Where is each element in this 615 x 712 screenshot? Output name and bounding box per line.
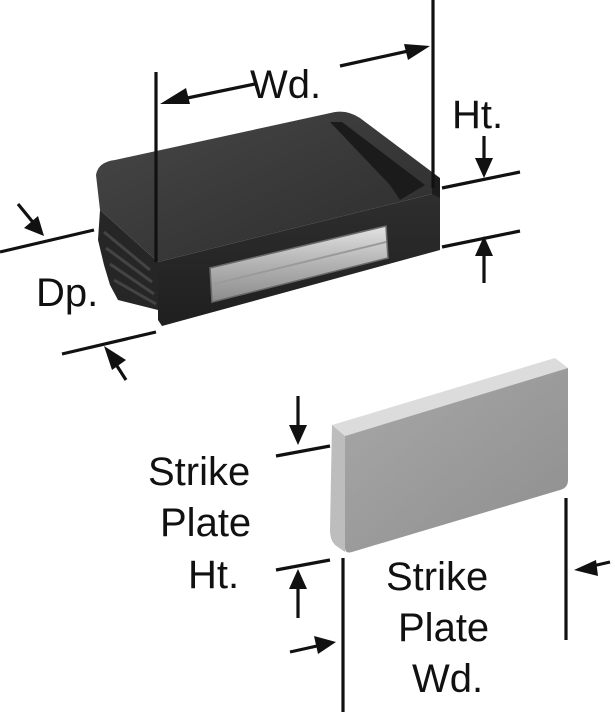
label-strike-plate-width-line2: Plate <box>398 606 489 650</box>
strike-plate <box>330 358 568 553</box>
strike-plate-top-edge <box>332 358 568 436</box>
label-width: Wd. <box>250 63 321 107</box>
label-strike-plate-height-line1: Strike <box>148 450 250 494</box>
strike-plate-face <box>330 425 345 552</box>
latch-groove <box>330 122 425 200</box>
strike-plate-front <box>345 368 568 553</box>
label-strike-plate-width-line3: Wd. <box>412 657 483 701</box>
latch-top-face <box>96 111 432 262</box>
label-depth: Dp. <box>36 271 98 315</box>
label-strike-plate-height-line2: Plate <box>160 501 251 545</box>
label-strike-plate-height-line3: Ht. <box>188 553 239 597</box>
label-height: Ht. <box>452 93 503 137</box>
label-strike-plate-width-line1: Strike <box>386 555 488 599</box>
magnetic-latch <box>96 111 440 326</box>
